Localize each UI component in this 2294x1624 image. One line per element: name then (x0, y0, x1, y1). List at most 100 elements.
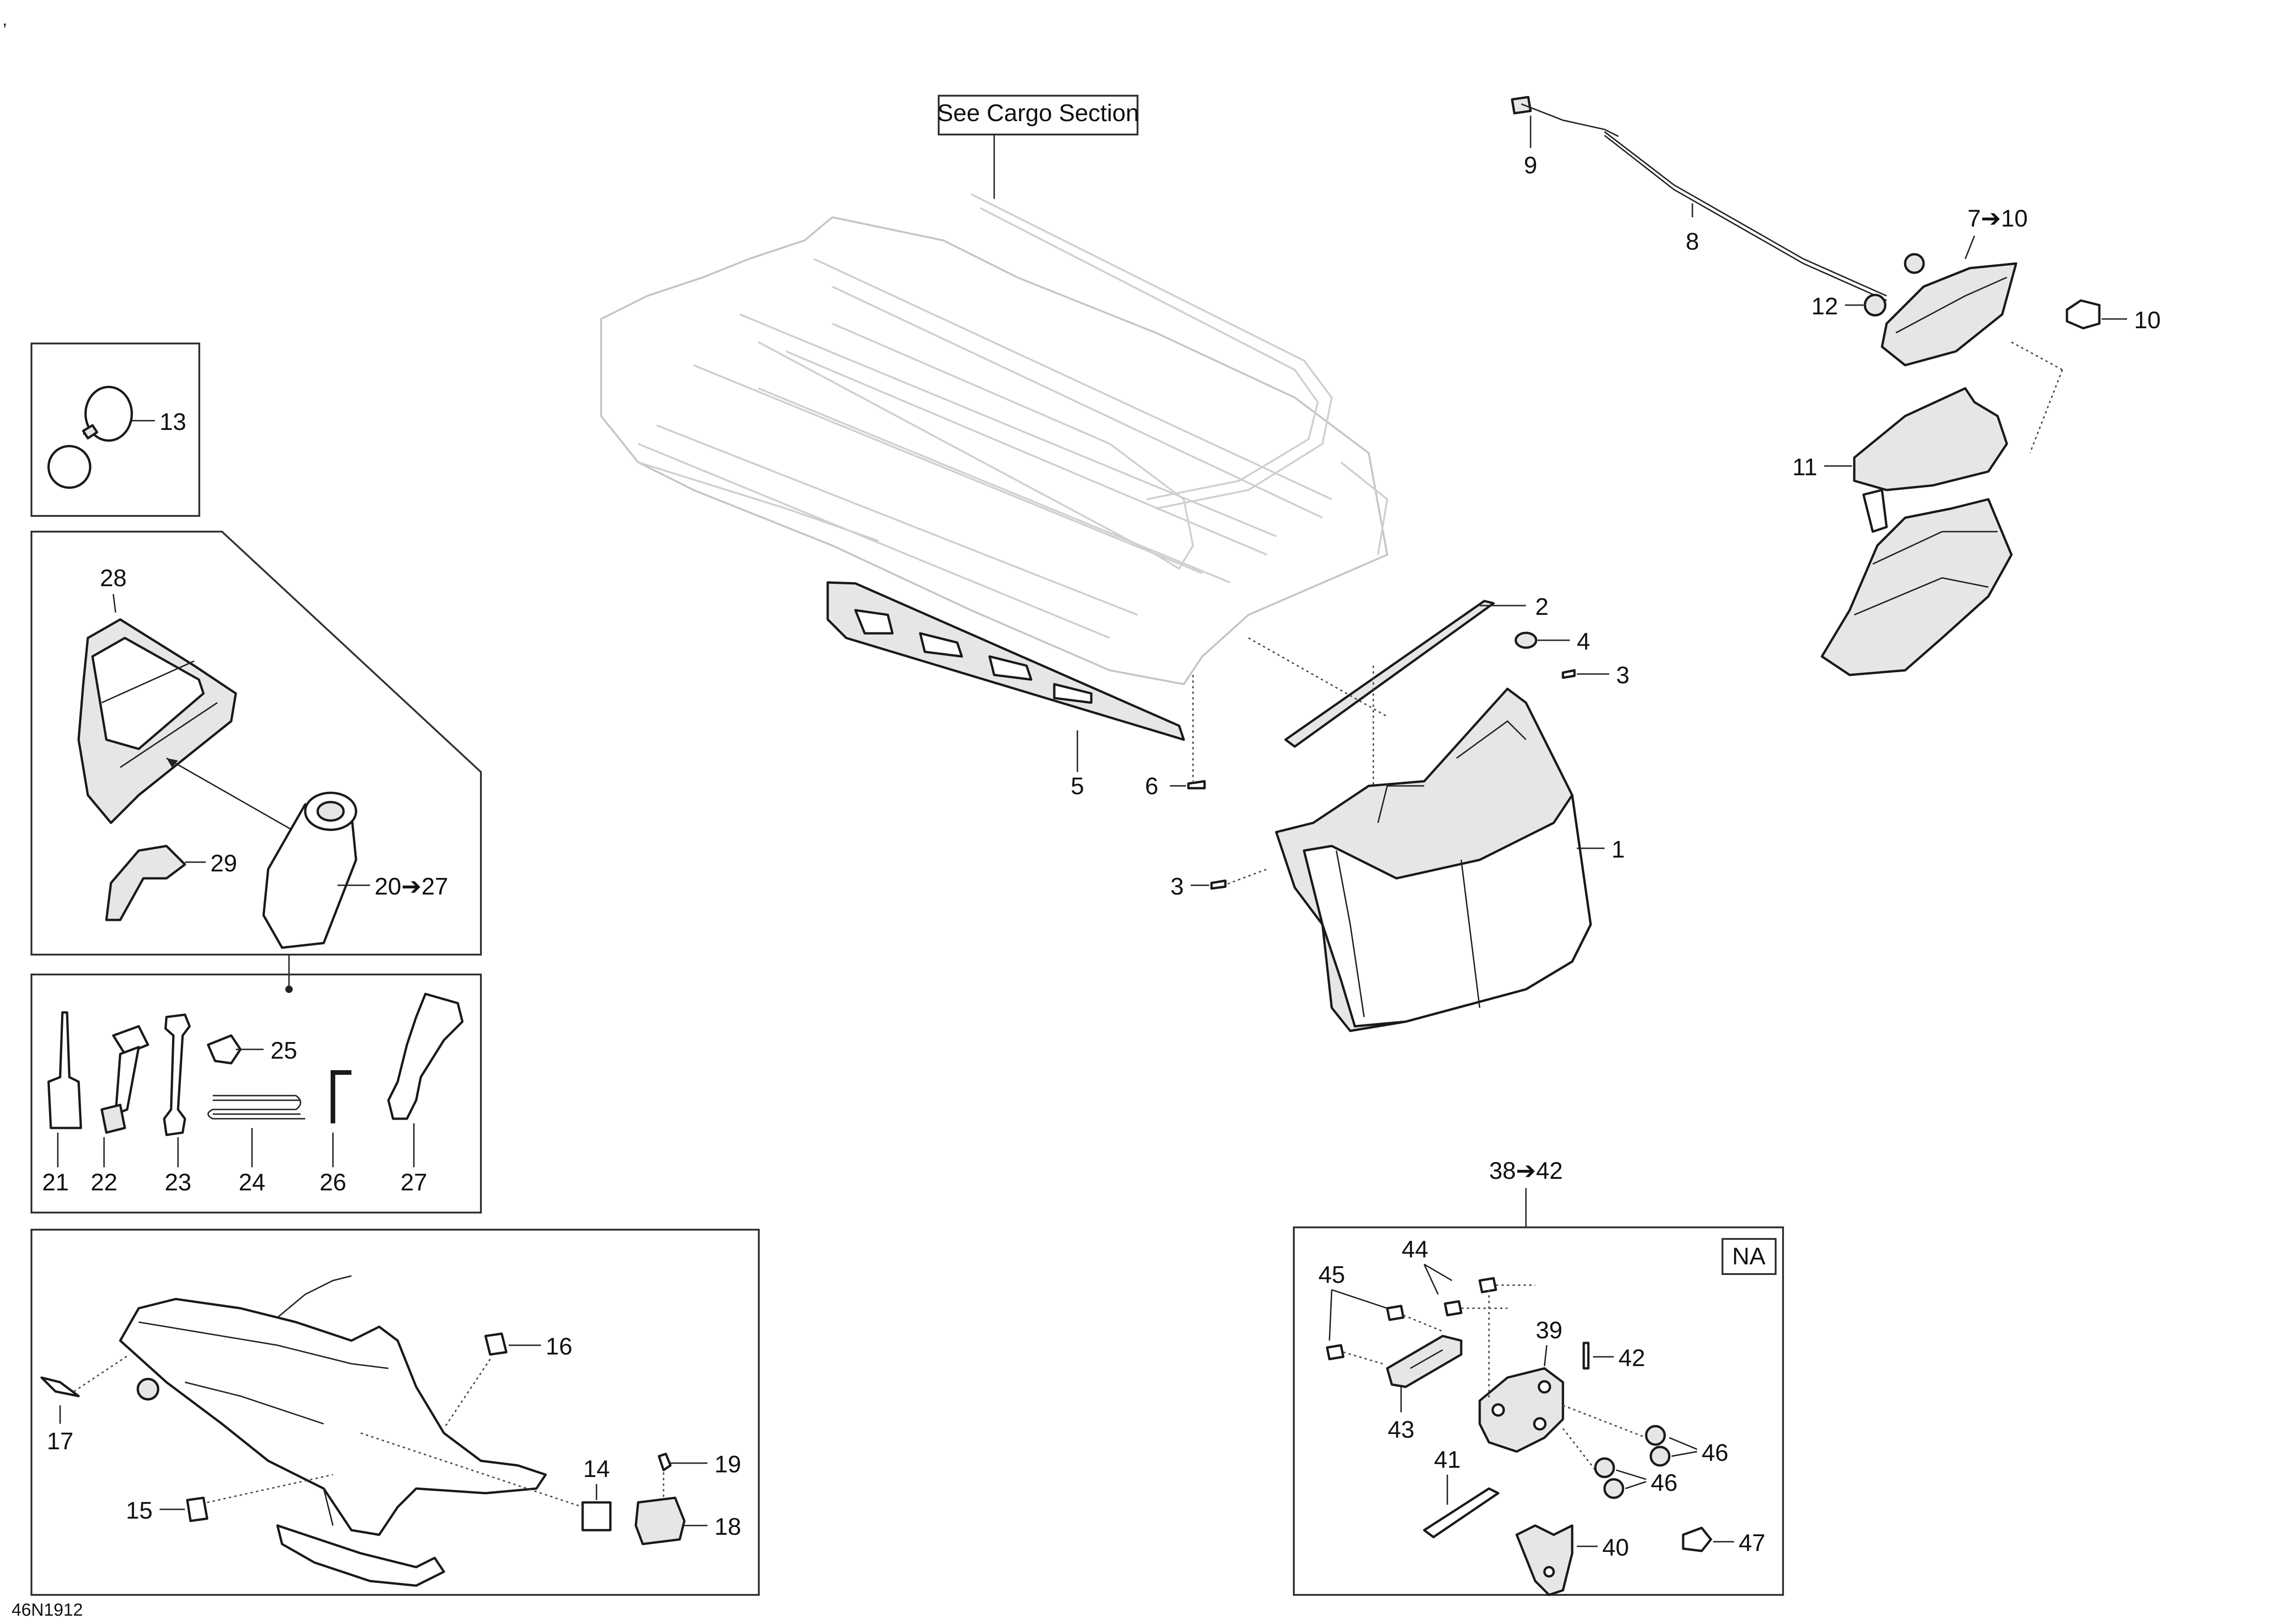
clip-19-part (658, 1452, 672, 1471)
callout-24: 24 (239, 1169, 265, 1196)
callout-40: 40 (1602, 1534, 1629, 1561)
callout-13: 13 (160, 409, 186, 435)
tail-light-7-part (1881, 262, 2017, 367)
plate-43-part (1386, 1335, 1463, 1388)
tool-23-wrench (163, 1013, 191, 1136)
tool-kit-holder-28 (77, 618, 237, 824)
tool-21-screwdriver (47, 1011, 82, 1129)
nut-46c-icon (1594, 1457, 1615, 1478)
callout-39: 39 (1536, 1317, 1562, 1344)
holder-18-part (634, 1496, 686, 1545)
callout-47: 47 (1739, 1530, 1765, 1557)
callout-45: 45 (1318, 1262, 1345, 1288)
callout-2: 2 (1535, 594, 1549, 620)
washer-4-icon (1514, 631, 1538, 649)
grommet-12-icon (1863, 294, 1887, 317)
callout-44: 44 (1402, 1236, 1428, 1263)
region-note-box (1722, 1238, 1777, 1275)
side-panel-part (826, 581, 1185, 741)
decal-15-part (186, 1496, 209, 1522)
callout-11: 11 (1792, 454, 1817, 481)
callout-41: 41 (1434, 1446, 1461, 1473)
callout-8: 8 (1686, 228, 1699, 255)
bolt-45a-icon (1386, 1305, 1405, 1321)
callout-42: 42 (1618, 1345, 1645, 1372)
callout-10: 10 (2134, 307, 2161, 334)
bulb-10-icon (2066, 299, 2101, 330)
callout-14: 14 (583, 1456, 610, 1483)
callout-20-27: 20➔27 (375, 873, 448, 900)
grommet-upper-icon (1904, 253, 1925, 274)
corner-mark: , (2, 10, 7, 30)
label-14-part (581, 1501, 612, 1532)
callout-7-10: 7➔10 (1968, 205, 2028, 232)
cargo-section-note-box (938, 95, 1138, 135)
strip-2-part (1284, 600, 1495, 748)
callout-43: 43 (1388, 1416, 1415, 1443)
strap-29-part (105, 845, 186, 921)
callout-21: 21 (42, 1169, 69, 1196)
diagram-code: 46N1912 (12, 1600, 83, 1620)
bolt-44a-icon (1478, 1277, 1497, 1293)
callout-9: 9 (1524, 152, 1538, 179)
callout-22: 22 (91, 1169, 117, 1196)
bracket-39-part (1478, 1367, 1564, 1453)
tool-bag-20-part (262, 791, 357, 949)
pin-42-icon (1582, 1342, 1590, 1370)
tool-27-spanner (387, 993, 464, 1120)
callout-4: 4 (1577, 628, 1590, 655)
nut-46a-icon (1645, 1425, 1666, 1446)
callout-38-42: 38➔42 (1489, 1158, 1562, 1184)
mirror-13-part (47, 386, 133, 489)
region-note: NA (1732, 1243, 1766, 1270)
decal-17-part (40, 1376, 80, 1397)
callout-28: 28 (100, 565, 127, 592)
callout-16: 16 (546, 1333, 572, 1360)
decal-16-part (484, 1332, 508, 1356)
callout-23: 23 (165, 1169, 191, 1196)
nut-46d-icon (1603, 1478, 1624, 1499)
callout-12: 12 (1811, 293, 1838, 320)
mud-flap-part (1275, 687, 1592, 1032)
box-snowmobile (31, 1229, 760, 1596)
tool-22-socket (100, 1025, 149, 1134)
callout-46-upper: 46 (1702, 1440, 1728, 1466)
callout-3-lower: 3 (1170, 873, 1184, 900)
callout-29: 29 (210, 850, 237, 877)
callout-25: 25 (271, 1037, 297, 1064)
callout-15: 15 (126, 1497, 153, 1524)
tail-light-housing-11 (1820, 387, 2013, 676)
bolt-44b-icon (1444, 1300, 1463, 1317)
callout-19: 19 (714, 1451, 741, 1478)
screw-3-lower-icon (1210, 879, 1227, 890)
pin-41-part (1423, 1487, 1500, 1538)
bolt-45b-icon (1326, 1344, 1345, 1360)
tool-25-clip (207, 1034, 242, 1065)
cap-47-part (1682, 1526, 1712, 1552)
callout-46-lower: 46 (1651, 1470, 1678, 1496)
cargo-rack-ghost (600, 193, 1389, 685)
cargo-section-note: See Cargo Section (937, 100, 1139, 127)
tool-26-allen-key (331, 1070, 351, 1123)
box-13 (31, 343, 200, 517)
screw-6-icon (1187, 780, 1206, 790)
callout-6: 6 (1145, 773, 1158, 800)
callout-26: 26 (320, 1169, 346, 1196)
callout-3-upper: 3 (1616, 662, 1630, 689)
box-tools (31, 974, 482, 1213)
hitch-40-part (1515, 1524, 1574, 1596)
callout-1: 1 (1611, 836, 1625, 863)
callout-17: 17 (47, 1428, 74, 1455)
nut-46b-icon (1649, 1446, 1671, 1467)
box-28 (31, 531, 482, 956)
box-hitch (1293, 1226, 1784, 1596)
callout-5: 5 (1071, 773, 1084, 800)
callout-27: 27 (400, 1169, 427, 1196)
tail-light-harness (1511, 96, 1887, 301)
screw-3-upper-icon (1562, 669, 1576, 679)
tool-24-cable (207, 1095, 305, 1120)
callout-18: 18 (714, 1514, 741, 1540)
snowmobile-outline (119, 1275, 547, 1587)
